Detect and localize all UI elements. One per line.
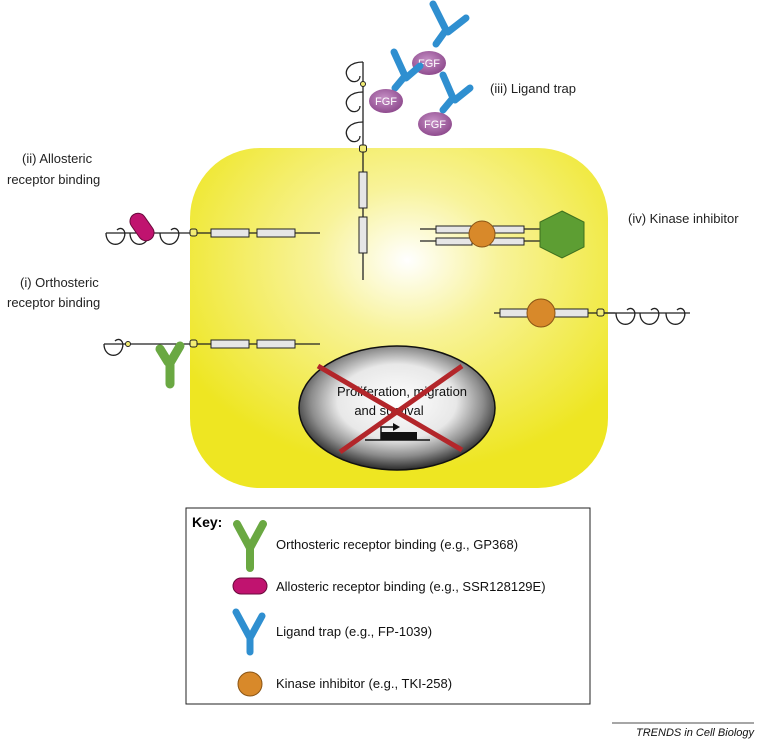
- ligand-trap-antibody-icon: [429, 0, 470, 48]
- receptor-orthosteric: [103, 338, 320, 389]
- label-allosteric-line2: receptor binding: [7, 172, 100, 187]
- orange-circle-icon: [237, 671, 263, 697]
- allosteric-inhibitor-icon: [129, 212, 155, 242]
- kinase-inhibitor-icon: [468, 220, 496, 248]
- hexagon-icon: [539, 210, 585, 259]
- fgf-ligand-icon: [418, 112, 452, 136]
- receptor-vertical: [345, 61, 368, 280]
- magenta-pill-icon: [232, 577, 268, 595]
- key-item-text: Allosteric receptor binding (e.g., SSR12…: [276, 579, 546, 594]
- receptor-kinase-right: [494, 298, 690, 328]
- blue-y-antibody-icon: [232, 608, 266, 656]
- label-ligand-trap: (iii) Ligand trap: [490, 81, 576, 96]
- kinase-inhibitor-icon: [526, 298, 556, 328]
- ligand-trap-antibody-icon: [390, 48, 424, 92]
- key-title: Key:: [192, 514, 222, 530]
- key-item-text: Ligand trap (e.g., FP-1039): [276, 624, 432, 639]
- ligand-trap-antibody-icon: [439, 71, 474, 114]
- gene-promoter-icon: [365, 423, 430, 441]
- fgf-label: FGF: [418, 58, 440, 70]
- green-y-antibody-icon: [233, 520, 267, 572]
- fgf-label: FGF: [375, 96, 397, 108]
- ligand-trap-group: FGF FGF FGF: [369, 0, 474, 136]
- label-orthosteric-line2: receptor binding: [7, 295, 100, 310]
- label-kinase-inhibitor: (iv) Kinase inhibitor: [628, 211, 739, 226]
- key-item-text: Kinase inhibitor (e.g., TKI-258): [276, 676, 452, 691]
- key-item-text: Orthosteric receptor binding (e.g., GP36…: [276, 537, 518, 552]
- fgf-label: FGF: [424, 119, 446, 131]
- fgf-ligand-icon: [369, 89, 403, 113]
- inhibition-cross-icon: [316, 363, 464, 455]
- orthosteric-antibody-icon: [155, 341, 185, 389]
- footer-source: TRENDS in Cell Biology: [636, 727, 755, 739]
- receptor-kinase-dimer: [420, 210, 585, 259]
- label-orthosteric-line1: (i) Orthosteric: [20, 275, 99, 290]
- receptor-allosteric: [105, 212, 320, 245]
- key-legend: Key: Orthosteric receptor binding (e.g.,…: [185, 507, 591, 705]
- label-allosteric-line1: (ii) Allosteric: [22, 151, 93, 166]
